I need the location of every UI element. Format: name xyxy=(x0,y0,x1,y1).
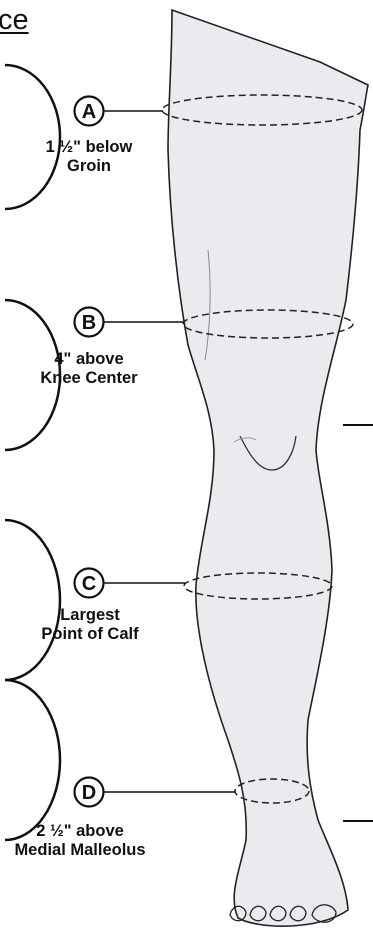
left-circle-4 xyxy=(5,680,60,840)
leg-outline xyxy=(168,10,368,926)
label-b: 4" above Knee Center xyxy=(34,350,144,388)
label-b-line1: 4" above xyxy=(34,350,144,369)
marker-letter-d: D xyxy=(82,782,96,804)
label-c: Largest Point of Calf xyxy=(34,606,146,644)
label-b-line2: Knee Center xyxy=(34,369,144,388)
marker-letter-b: B xyxy=(82,312,96,334)
label-d-line2: Medial Malleolus xyxy=(0,841,160,860)
left-circle-1 xyxy=(5,65,60,209)
label-d-line1: 2 ½" above xyxy=(0,822,160,841)
label-a-line2: Groin xyxy=(34,157,144,176)
label-d: 2 ½" above Medial Malleolus xyxy=(0,822,160,860)
marker-letter-a: A xyxy=(82,101,96,123)
marker-letter-c: C xyxy=(82,573,96,595)
label-c-line2: Point of Calf xyxy=(34,625,146,644)
label-a-line1: 1 ½" below xyxy=(34,138,144,157)
left-circle-3 xyxy=(5,520,60,680)
label-a: 1 ½" below Groin xyxy=(34,138,144,176)
label-c-line1: Largest xyxy=(34,606,146,625)
